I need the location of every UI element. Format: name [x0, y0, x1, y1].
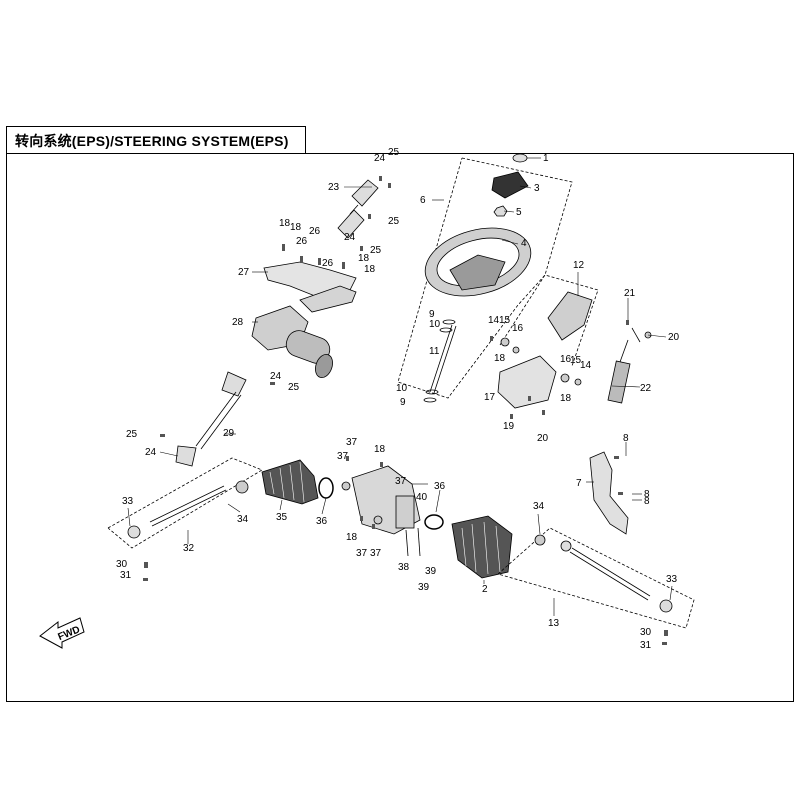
- right-boot: [451, 515, 513, 579]
- callout-12: 12: [573, 260, 585, 271]
- mount-bracket: [263, 261, 357, 313]
- callout-18c: 18: [279, 218, 291, 229]
- callout-30a: 30: [116, 559, 128, 570]
- callout-14a: 14: [488, 315, 500, 326]
- steering-shaft: [423, 319, 457, 403]
- callout-26c: 26: [322, 258, 334, 269]
- callout-18h: 18: [346, 532, 358, 543]
- callout-25d: 25: [288, 382, 300, 393]
- callout-26a: 26: [309, 226, 321, 237]
- callout-34b: 34: [533, 501, 545, 512]
- steering-gear: [341, 465, 444, 557]
- callout-18a: 18: [494, 353, 506, 364]
- callout-20b: 20: [537, 433, 549, 444]
- left-boot: [261, 459, 334, 505]
- callout-16a: 16: [512, 323, 524, 334]
- diagram-border: [6, 153, 794, 702]
- diagram-title: 转向系统(EPS)/STEERING SYSTEM(EPS): [6, 126, 306, 154]
- eps-motor: [251, 305, 333, 379]
- callout-10a: 10: [429, 319, 441, 330]
- callout-24d: 24: [145, 447, 157, 458]
- callout-26b: 26: [296, 236, 308, 247]
- callout-35: 35: [276, 512, 288, 523]
- callout-36a: 36: [316, 516, 328, 527]
- callout-30b: 30: [640, 627, 652, 638]
- intermediate-shaft: [175, 371, 247, 467]
- callout-15a: 15: [499, 315, 511, 326]
- callout-37d: 37: [356, 548, 368, 559]
- callout-8b: 8: [644, 489, 650, 500]
- callout-8a: 8: [623, 433, 629, 444]
- left-tie-rod: [107, 457, 263, 549]
- callout-3: 3: [534, 183, 540, 194]
- callout-29: 29: [223, 428, 235, 439]
- callout-13: 13: [548, 618, 560, 629]
- callout-25c: 25: [370, 245, 382, 256]
- callout-33a: 33: [122, 496, 134, 507]
- steering-wheel-group: [397, 153, 573, 399]
- callout-25e: 25: [126, 429, 138, 440]
- leader-lines: [127, 157, 673, 616]
- callout-31b: 31: [640, 640, 652, 651]
- callout-8c: 8: [644, 496, 650, 507]
- right-tie-rod: [497, 527, 695, 629]
- callout-19: 19: [503, 421, 515, 432]
- callout-38: 38: [398, 562, 410, 573]
- callout-9b: 9: [400, 397, 406, 408]
- callout-18g: 18: [374, 444, 386, 455]
- callout-34a: 34: [237, 514, 249, 525]
- callout-6: 6: [420, 195, 426, 206]
- callout-39a: 39: [425, 566, 437, 577]
- callout-18e: 18: [358, 253, 370, 264]
- callout-10b: 10: [396, 383, 408, 394]
- callout-16b: 16: [560, 354, 572, 365]
- callout-37b: 37: [337, 451, 349, 462]
- callout-27: 27: [238, 267, 250, 278]
- fasteners: [143, 176, 668, 645]
- callout-18f: 18: [364, 264, 376, 275]
- callout-25a: 25: [388, 147, 400, 158]
- callout-14b: 14: [580, 360, 592, 371]
- callout-31a: 31: [120, 570, 132, 581]
- callout-32: 32: [183, 543, 195, 554]
- callout-17: 17: [484, 392, 496, 403]
- callout-15b: 15: [570, 355, 582, 366]
- callout-37e: 37: [370, 548, 382, 559]
- callout-36b: 36: [434, 481, 446, 492]
- callout-37a: 37: [346, 437, 358, 448]
- upper-ujoint: [337, 179, 379, 239]
- callout-11: 11: [429, 346, 440, 357]
- callout-39b: 39: [418, 582, 430, 593]
- callout-24b: 24: [344, 232, 356, 243]
- callout-40: 40: [416, 492, 428, 503]
- callout-22: 22: [640, 383, 652, 394]
- callout-37c: 37: [395, 476, 407, 487]
- callout-18d: 18: [290, 222, 302, 233]
- gas-strut: [607, 327, 652, 404]
- callout-9a: 9: [429, 309, 435, 320]
- callout-28: 28: [232, 317, 244, 328]
- callout-23: 23: [328, 182, 340, 193]
- callout-4: 4: [521, 238, 527, 249]
- callout-5: 5: [516, 207, 522, 218]
- callout-18b: 18: [560, 393, 572, 404]
- callout-25b: 25: [388, 216, 400, 227]
- callout-21: 21: [624, 288, 636, 299]
- callout-33b: 33: [666, 574, 678, 585]
- callout-labels: 1 2 3 4 5 6 7 8 8 8 9 10 11 12 13 14 15 …: [116, 147, 680, 651]
- fwd-arrow-icon: FWD: [39, 617, 85, 649]
- callout-24a: 24: [374, 153, 386, 164]
- column-bracket: [497, 274, 599, 409]
- callout-7: 7: [576, 478, 582, 489]
- callout-2: 2: [482, 584, 488, 595]
- side-bracket: [589, 451, 629, 535]
- callout-20a: 20: [668, 332, 680, 343]
- callout-1: 1: [543, 153, 549, 164]
- callout-24c: 24: [270, 371, 282, 382]
